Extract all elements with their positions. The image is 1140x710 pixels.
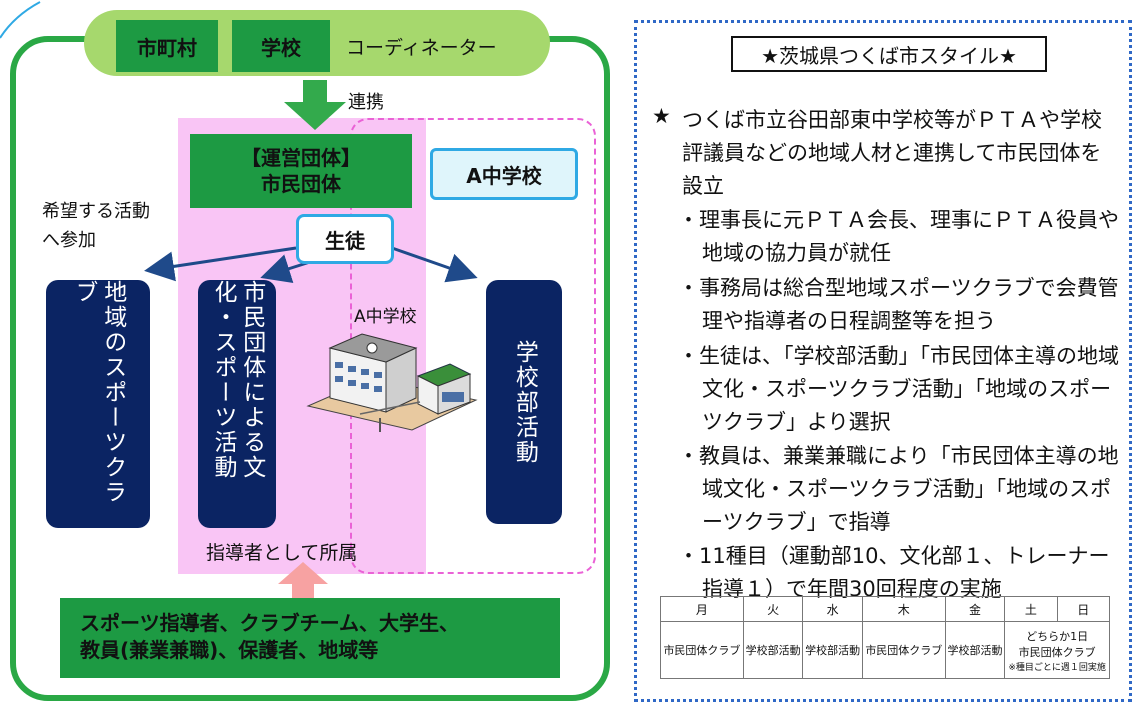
hope-label-line2: へ参加	[42, 229, 96, 251]
panel-sub-item: ・理事長に元ＰＴＡ会長、理事にＰＴＡ役員や地域の協力員が就任	[678, 208, 1119, 265]
affiliation-label: 指導者として所属	[206, 542, 358, 564]
weekend-line2: 市民団体クラブ	[1018, 645, 1096, 659]
instructor-sources-line2: 教員(兼業兼職)、保護者、地域等	[80, 638, 379, 662]
day-header: 火	[742, 596, 804, 622]
schedule-cell-thu: 市民団体クラブ	[861, 621, 946, 679]
panel-title: ★茨城県つくば市スタイル★	[731, 36, 1047, 72]
schedule-cell-tue: 学校部活動	[742, 621, 804, 679]
corner-arc	[0, 1, 41, 39]
local-sports-club-column: 地域のスポーツクラブ	[46, 280, 150, 528]
link-label: 連携	[348, 92, 384, 113]
day-header: 日	[1056, 596, 1111, 622]
affiliation-arrow	[278, 562, 328, 608]
schedule-cell-weekend: どちらか1日 市民団体クラブ ※種目ごとに週１回実施	[1004, 621, 1110, 679]
citizen-group-activity-column: 市民団体による文化・スポーツ活動	[198, 280, 276, 528]
coordinator-label: コーディネーター	[346, 36, 497, 59]
org-box-line1: 【運営団体】	[241, 146, 361, 170]
link-arrow	[284, 80, 346, 130]
school-box: 学校	[232, 20, 330, 72]
student-box: 生徒	[296, 214, 394, 264]
panel-sub-item: ・教員は、兼業兼職により「市民団体主導の地域文化・スポーツクラブ活動」「地域のス…	[678, 444, 1119, 534]
day-header: 金	[944, 596, 1006, 622]
day-header: 土	[1004, 596, 1058, 622]
day-header: 月	[660, 596, 744, 622]
org-box-line2: 市民団体	[261, 172, 341, 196]
day-header: 木	[861, 596, 946, 622]
schedule-cell-wed: 学校部活動	[802, 621, 863, 679]
weekend-line1: どちらか1日	[1026, 629, 1089, 643]
schedule-body-row: 市民団体クラブ 学校部活動 学校部活動 市民団体クラブ 学校部活動 どちらか1日…	[660, 621, 1110, 679]
school-image-label: A中学校	[354, 307, 417, 327]
school-building-illustration	[306, 333, 478, 432]
a-school-box: A中学校	[430, 148, 578, 200]
panel-main-text: つくば市立谷田部東中学校等がＰＴＡや学校評議員などの地域人材と連携して市民団体を…	[682, 108, 1102, 198]
hope-label-line1: 希望する活動	[42, 201, 150, 222]
tsukuba-style-panel	[634, 20, 1132, 702]
panel-sub-item: ・事務局は総合型地域スポーツクラブで会費管理や指導者の日程調整等を担う	[678, 276, 1119, 333]
city-box: 市町村	[116, 20, 218, 72]
hope-label: 希望する活動 へ参加	[42, 198, 150, 256]
schedule-cell-mon: 市民団体クラブ	[660, 621, 744, 679]
student-arrows	[144, 246, 478, 284]
star-bullet: ★	[652, 104, 671, 128]
schedule-header-row: 月 火 水 木 金 土 日	[660, 596, 1111, 622]
day-header: 水	[802, 596, 863, 622]
weekend-note: ※種目ごとに週１回実施	[1008, 662, 1106, 673]
school-club-activity-column: 学校部活動	[486, 280, 562, 524]
schedule-cell-fri: 学校部活動	[944, 621, 1006, 679]
operating-org-box: 【運営団体】 市民団体	[190, 134, 412, 208]
instructor-sources-line1: スポーツ指導者、クラブチーム、大学生、	[80, 611, 459, 635]
weekly-schedule-table: 月 火 水 木 金 土 日 市民団体クラブ 学校部活動 学校部活動 市民団体クラ…	[660, 596, 1111, 679]
instructor-sources-box: スポーツ指導者、クラブチーム、大学生、 教員(兼業兼職)、保護者、地域等	[60, 598, 560, 678]
panel-sub-item: ・生徒は、「学校部活動」「市民団体主導の地域文化・スポーツクラブ活動」「地域のス…	[678, 344, 1119, 434]
